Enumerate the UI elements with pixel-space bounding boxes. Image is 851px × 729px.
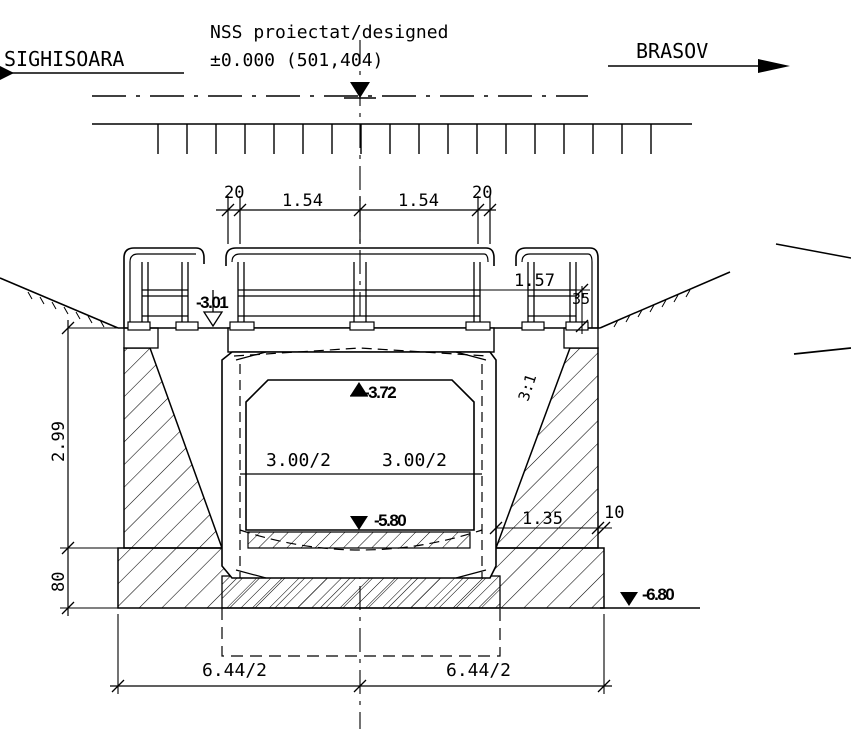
embankment-right	[599, 271, 731, 329]
dim-toe: 1.35	[522, 509, 563, 529]
base-outline-dashed	[221, 608, 501, 657]
direction-left-label: SIGHISOARA	[4, 47, 124, 71]
abutment-right	[494, 327, 599, 549]
direction-right: BRASOV	[608, 39, 790, 73]
dim-edge-left: 20	[224, 183, 244, 203]
level-deck-label: -3.01	[196, 293, 228, 312]
dim-curb: 35	[572, 290, 590, 308]
dim-half-width-right: 1.54	[398, 191, 439, 211]
dim-base-half-left: 6.44/2	[202, 660, 267, 681]
dim-inner-half-left: 3.00/2	[266, 450, 331, 471]
deck-slab	[118, 327, 600, 353]
designed-level-label: NSS proiectat/designed	[210, 22, 448, 43]
level-inner-bottom-label: -5.80	[374, 511, 406, 530]
level-foundation-label: -6.80	[642, 585, 674, 604]
level-deck: -3.01	[196, 290, 230, 328]
level-inner-top-label: -3.72	[364, 383, 396, 402]
arrow-left-icon	[0, 66, 14, 80]
dim-half-width-left: 1.54	[282, 191, 323, 211]
railing-dimension: 1.57 35	[478, 271, 590, 334]
far-slope-line-1	[775, 243, 851, 259]
box-culvert	[221, 347, 497, 579]
culvert-opening	[245, 379, 475, 531]
left-vertical-dims: 2.99 80	[49, 320, 124, 616]
dim-inner-half-right: 3.00/2	[382, 450, 447, 471]
level-inner-top: -3.72	[350, 382, 398, 402]
slope-label: 3:1	[515, 372, 540, 403]
arrow-right-icon	[758, 59, 790, 73]
designed-level-value: ±0.000 (501,404)	[210, 50, 383, 71]
bottom-dimension-chain: 6.44/2 6.44/2	[110, 614, 612, 694]
top-dimension-chain: 20 1.54 1.54 20	[216, 183, 497, 244]
far-slope-line-2	[793, 347, 851, 355]
direction-right-label: BRASOV	[636, 39, 708, 63]
ground-line	[92, 123, 692, 154]
dim-edge-right: 20	[472, 183, 492, 203]
embankment-left	[0, 277, 119, 329]
direction-left: SIGHISOARA	[0, 47, 184, 80]
railing-left	[123, 247, 205, 331]
level-foundation: -6.80	[600, 585, 700, 609]
dim-base-half-right: 6.44/2	[446, 660, 511, 681]
dim-wall-height: 2.99	[49, 421, 69, 462]
level-inner-bottom: -5.80	[350, 511, 408, 530]
toe-dims: 1.35 10	[489, 503, 624, 535]
dim-toe-gap: 10	[604, 503, 624, 523]
dim-railing-height: 1.57	[514, 271, 555, 291]
railing-center	[225, 247, 495, 331]
dim-slab-thickness: 80	[49, 572, 69, 592]
inner-width-dims: 3.00/2 3.00/2	[240, 450, 482, 475]
abutment-left	[123, 327, 224, 549]
